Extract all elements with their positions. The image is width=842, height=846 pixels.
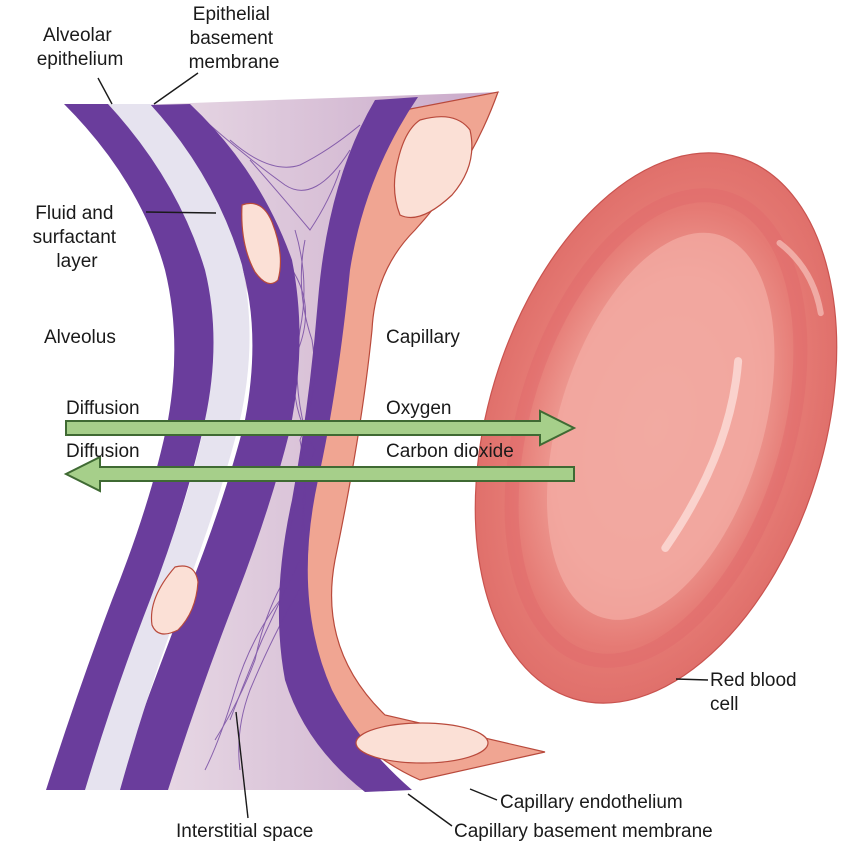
carbon-dioxide-label: Carbon dioxide <box>386 441 514 462</box>
endothelial-nucleus-bottom <box>356 723 488 763</box>
red-blood-cell-label: Red blood cell <box>710 670 802 715</box>
epithelial-basement-membrane-label: Epithelial basement membrane <box>189 4 280 73</box>
oxygen-label: Oxygen <box>386 398 451 419</box>
co2-diffusion-label: Diffusion <box>66 441 140 462</box>
capillary-endothelium-label: Capillary endothelium <box>500 792 683 813</box>
capillary-basement-membrane-label: Capillary basement membrane <box>454 821 713 842</box>
capillary-label: Capillary <box>386 327 460 348</box>
interstitial-space-label: Interstitial space <box>176 821 313 842</box>
oxygen-diffusion-label: Diffusion <box>66 398 140 419</box>
alveolar-epithelium-label: Alveolar epithelium <box>37 25 124 70</box>
fluid-surfactant-layer-label: Fluid and surfactant layer <box>33 203 122 272</box>
alveolus-label: Alveolus <box>44 327 116 348</box>
